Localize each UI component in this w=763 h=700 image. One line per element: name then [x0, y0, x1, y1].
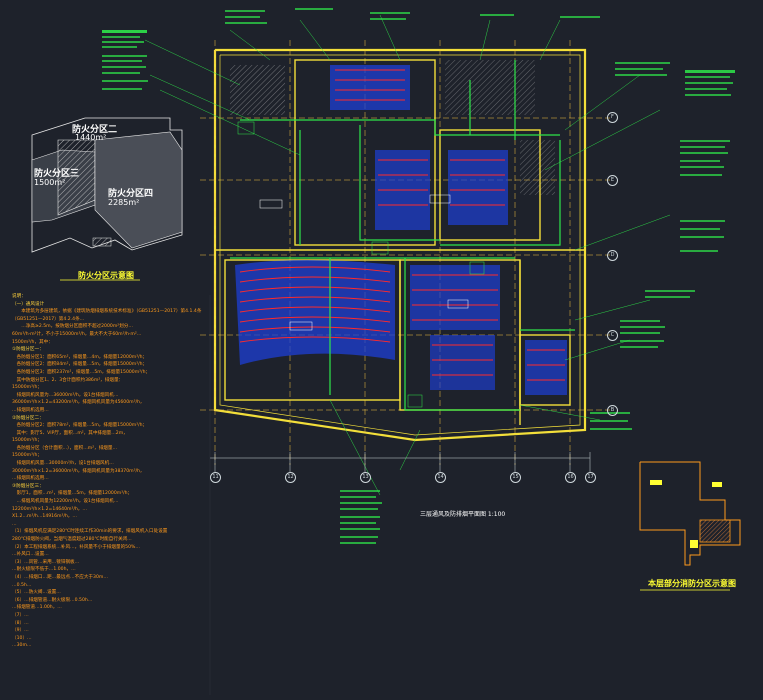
- note-line: 30000m³/h×1.2=36000m³/h，排烟风机风量为38370m³/h…: [12, 468, 145, 474]
- note-line: …净高≥2.5m，按防烟分区面积不超过2000m²划分…: [12, 324, 133, 330]
- grid-axis-row-bubble: C: [607, 330, 618, 341]
- note-line: （1）排烟风机应满足280℃时连续工作30min的要求，排烟风机入口处设置: [12, 529, 168, 535]
- note-line: 各防烟分区2：面积84m²，排烟量…5m，排烟量15000m³/h；: [12, 362, 148, 368]
- key-plan: [639, 461, 741, 591]
- fire-zone-3-label: 防火分区三: [34, 169, 80, 179]
- grid-axis-col-bubble: 16: [565, 472, 576, 483]
- grid-axis-col-bubble: 15: [510, 472, 521, 483]
- note-line: （一）通风设计: [12, 301, 45, 307]
- note-line: 影厅1，面积…m²，排烟量…5m，排烟量12000m³/h；: [12, 491, 133, 497]
- fire-zone-diagram-title: 防火分区示意图: [78, 271, 134, 280]
- grid-axis-col-bubble: 17: [585, 472, 596, 483]
- design-notes-body: （一）通风设计 本建筑为多层建筑，依据《建筑防烟排烟系统技术标准》（GB5125…: [12, 301, 208, 650]
- note-line: （3）…风管…采用…镀锌钢板…: [12, 559, 80, 565]
- design-notes-heading: 说明：: [12, 294, 26, 299]
- note-line: …0.5h…: [12, 582, 32, 588]
- note-line: 60m³/h·m²计，不小于15000m³/h，最大不大于60m³/h·m²…: [12, 331, 142, 337]
- grid-axis-row-bubble: B: [607, 405, 618, 416]
- dimension-line: [210, 452, 591, 472]
- note-line: ①防烟分区一：: [12, 347, 44, 353]
- note-line: 其中防烟分区1、2、3合计面积约386m²，排烟量：: [12, 377, 124, 383]
- note-line: 本建筑为多层建筑，依据《建筑防烟排烟系统技术标准》（GB51251—2017）第…: [12, 309, 202, 315]
- note-line: （4）…排烟口…距…最远点…不应大于30m…: [12, 574, 108, 580]
- fire-zone-2-area: 1440m²: [75, 133, 107, 142]
- note-line: 其中：影厅5、VIP厅，面积…m²，其中排烟量…2m，: [12, 430, 128, 436]
- plan-title: 三层通风及防排烟平面图 1:100: [420, 511, 506, 518]
- note-line: （10）…: [12, 635, 32, 641]
- note-line: 各防烟分区2：面积78m²，排烟量…5m，排烟量15000m³/h；: [12, 423, 148, 429]
- note-line: 15000m³/h；: [12, 385, 42, 391]
- note-line: 15000m³/h；: [12, 453, 42, 459]
- note-line: 12200m³/h×1.2=14640m³/h，…: [12, 506, 87, 512]
- note-line: （6）…排烟管道…耐火极限…0.50h…: [12, 597, 93, 603]
- note-line: 各防烟分区3：面积237m²，排烟量…5m，排烟量15000m³/h；: [12, 369, 151, 375]
- grid-axis-col-bubble: 13: [360, 472, 371, 483]
- note-line: 排烟风机风量为…36000m³/h，设1台排烟风机…: [12, 392, 119, 398]
- note-line: 280℃排烟防火阀，当烟气温度超过280℃时能自行关闭…: [12, 537, 132, 542]
- main-floor-plan: [144, 14, 671, 496]
- note-line: 1500m³/h，其中：: [12, 339, 53, 345]
- grid-axis-row-bubble: D: [607, 250, 618, 261]
- grid-axis-col-bubble: 14: [435, 472, 446, 483]
- cinema-seating-upper: [330, 65, 508, 230]
- note-line: （7）…: [12, 612, 29, 618]
- note-line: 排烟风机风量…30000m³/h，设1台排烟风机…: [12, 461, 114, 467]
- fire-zone-diagram: [31, 117, 183, 281]
- note-line: …排烟风机选用…: [12, 476, 49, 482]
- note-line: 36000m³/h×1.2=43200m³/h，排烟风机风量为45600m³/h…: [12, 400, 145, 406]
- fire-zone-3-area: 1500m²: [34, 178, 66, 187]
- fire-zone-2-label: 防火分区二: [72, 125, 118, 135]
- note-line: （GB51251—2017）第4.2.4条…: [12, 316, 85, 322]
- note-line: 各防烟分区（合计面积…），面积…m²，排烟量…: [12, 445, 118, 451]
- note-line: （8）…: [12, 620, 29, 626]
- design-notes: 说明： （一）通风设计 本建筑为多层建筑，依据《建筑防烟排烟系统技术标准》（GB…: [12, 293, 208, 650]
- note-line: …30m…: [12, 643, 32, 649]
- key-plan-title: 本层部分消防分区示意图: [648, 579, 736, 588]
- note-line: …补风口…设置…: [12, 552, 49, 558]
- note-line: （9）…: [12, 628, 29, 634]
- note-line: （2）本工程排烟系统…补风…，补风量不小于排烟量的50%…: [12, 544, 140, 550]
- note-line: 15000m³/h；: [12, 438, 42, 444]
- note-line: …排烟风机风量为12200m³/h，设1台排烟风机…: [12, 499, 119, 505]
- note-line: ③防烟分区三：: [12, 483, 44, 489]
- note-line: ②防烟分区二：: [12, 415, 44, 421]
- grid-axis-col-bubble: 12: [285, 472, 296, 483]
- fire-zone-4-label: 防火分区四: [108, 189, 154, 199]
- grid-axis-row-bubble: F: [607, 112, 618, 123]
- note-line: （5）…防火阀…设置…: [12, 590, 61, 596]
- fire-zone-4-area: 2285m²: [108, 198, 140, 207]
- grid-axis-row-bubble: E: [607, 175, 618, 186]
- note-line: 各防烟分区1：面积65m²，排烟量…4m，排烟量12000m³/h；: [12, 354, 148, 360]
- grid-axis-col-bubble: 11: [210, 472, 221, 483]
- note-line: …排烟管道…1.00h，…: [12, 605, 62, 611]
- note-line: X1.2…m³/h…14916m³/h，…: [12, 514, 77, 520]
- note-line: …排烟风机选用…: [12, 407, 49, 413]
- note-line: …: [12, 521, 17, 527]
- note-line: …耐火极限不低于…1.00h，…: [12, 567, 76, 573]
